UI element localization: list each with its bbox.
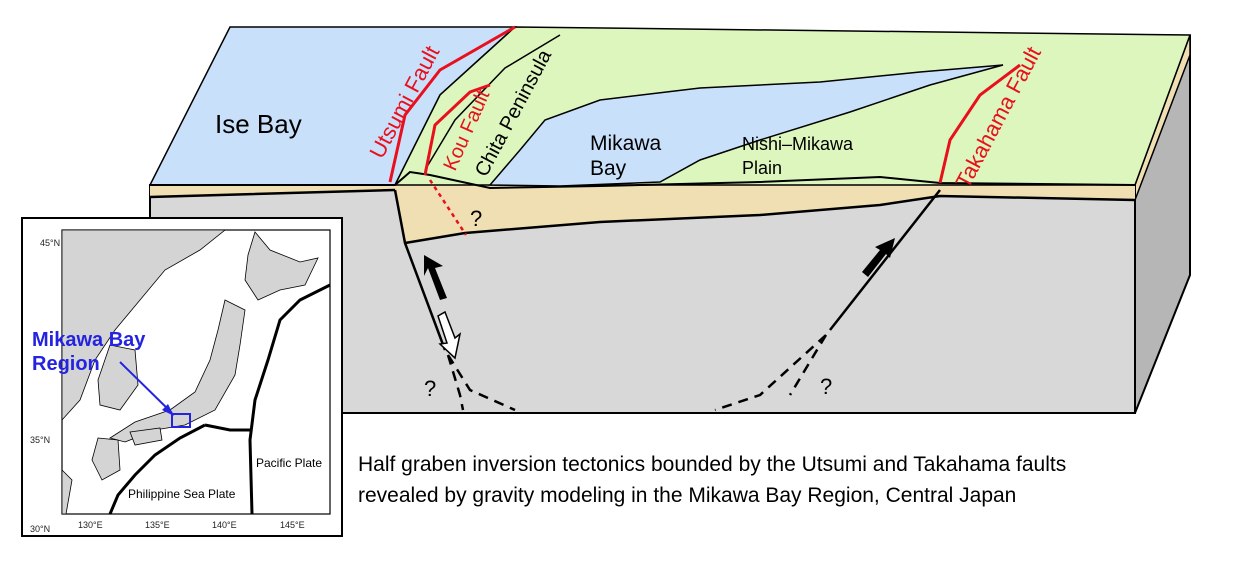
lon-140-label: 140°E [212, 520, 237, 530]
sediment-base-line [149, 188, 1136, 245]
lon-145-label: 145°E [280, 520, 305, 530]
utsumi-fault-dashed [446, 354, 516, 412]
shikoku [129, 427, 163, 446]
utsumi-fault-trace [388, 25, 516, 183]
asia-mainland [61, 229, 227, 422]
takahama-fault-dashed [714, 334, 828, 412]
chita-coastline [424, 34, 561, 171]
lat-30-label: 30°N [30, 524, 50, 534]
plate-boundary-philippine [108, 423, 206, 515]
caption-line-2: revealed by gravity modeling in the Mika… [358, 484, 1016, 507]
plate-boundary-sagami [204, 423, 252, 432]
ise-bay-label: Ise Bay [215, 109, 302, 139]
kyushu [91, 437, 121, 481]
taiwan-shore [61, 469, 73, 515]
question-mark-2: ? [424, 376, 436, 401]
lon-135-label: 135°E [145, 520, 170, 530]
block-front-sediment [150, 185, 1135, 243]
honshu [109, 299, 246, 443]
hokkaido [244, 231, 319, 301]
inset-region-label-1: Mikawa Bay [32, 329, 146, 351]
utsumi-fault-subsurface [393, 189, 447, 351]
caption-line-1: Half graben inversion tectonics bounded … [358, 453, 1066, 476]
utsumi-down-arrow [437, 310, 462, 360]
inset-region-label-2: Region [32, 353, 100, 375]
mikawa-bay-label-2: Bay [590, 157, 627, 180]
korea-peninsula [97, 344, 139, 411]
mikawa-region-box [171, 413, 191, 428]
lon-130-label: 130°E [78, 520, 103, 530]
region-pointer-arrowhead [162, 404, 174, 416]
mikawa-bay-label-1: Mikawa [590, 132, 662, 155]
mikawa-bay-water [488, 64, 1004, 187]
inset-map: Mikawa Bay Region Pacific Plate Philippi… [21, 217, 343, 537]
question-mark-3: ? [820, 374, 832, 399]
pacific-plate-label: Pacific Plate [256, 456, 322, 470]
question-mark-1: ? [470, 206, 482, 231]
utsumi-up-arrow [424, 255, 447, 300]
takahama-fault-trace [938, 63, 1021, 184]
lat-35-label: 35°N [30, 435, 50, 445]
kou-fault-trace [423, 83, 491, 176]
nishi-mikawa-label-1: Nishi–Mikawa [742, 134, 854, 154]
takahama-up-arrow [862, 238, 895, 277]
region-pointer-line [119, 361, 173, 414]
nishi-mikawa-label-2: Plain [742, 158, 782, 178]
kou-fault-dotted [428, 179, 468, 236]
takahama-fault-subsurface [829, 189, 941, 331]
philippine-plate-label: Philippine Sea Plate [128, 487, 236, 501]
surface-front-edge [150, 170, 1136, 190]
lat-45-label: 45°N [40, 238, 60, 248]
plate-boundary-pacific [248, 283, 331, 515]
